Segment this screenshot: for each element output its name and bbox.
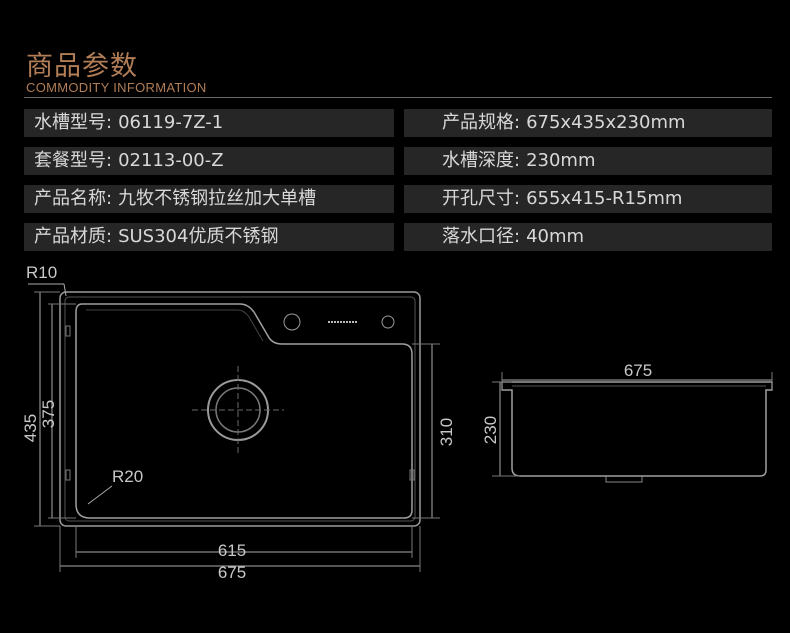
spec-label: 套餐型号: [34,150,113,171]
spec-value: 02113-00-Z [118,150,224,171]
section-title: 商品参数 [26,51,138,82]
spec-row-product-name: 产品名称:九牧不锈钢拉丝加大单槽 [24,185,394,213]
spec-label: 水槽深度: [442,150,521,171]
spec-row-depth: 水槽深度:230mm [404,147,772,175]
spec-value: SUS304优质不锈钢 [118,226,279,247]
faucet-hole-right [381,315,395,329]
spec-row-size: 产品规格:675x435x230mm [404,109,772,137]
sink-outer-rim [59,291,421,527]
spec-row-drain: 落水口径:40mm [404,223,772,251]
inner-radius-label: R20 [112,467,143,486]
side-view [492,372,773,483]
spec-label: 水槽型号: [34,112,113,133]
spec-row-material: 产品材质:SUS304优质不锈钢 [24,223,394,251]
outer-width-label: 675 [218,563,246,582]
side-width-label: 675 [624,361,652,380]
inner-width-label: 615 [218,541,246,560]
sink-side-profile [501,381,773,477]
spec-value: 230mm [526,150,596,171]
height-outer-label: 435 [21,414,40,442]
top-view [28,283,440,572]
spec-value: 655x415-R15mm [526,188,683,209]
corner-radius-label: R10 [26,263,57,282]
spec-value: 40mm [526,226,585,247]
faucet-hole-left [283,313,301,331]
side-depth-label: 230 [481,416,500,444]
spec-label: 落水口径: [442,226,521,247]
title-divider [24,97,772,98]
section-subtitle: COMMODITY INFORMATION [26,80,207,95]
sink-bowl-outline [75,303,413,519]
spec-value: 06119-7Z-1 [118,112,224,133]
spec-row-model: 水槽型号:06119-7Z-1 [24,109,394,137]
spec-row-cutout: 开孔尺寸:655x415-R15mm [404,185,772,213]
spec-label: 开孔尺寸: [442,188,521,209]
spec-label: 产品规格: [442,112,521,133]
spec-value: 九牧不锈钢拉丝加大单槽 [118,188,317,209]
height-inner-label: 375 [39,400,58,428]
spec-value: 675x435x230mm [526,112,686,133]
spec-label: 产品名称: [34,188,113,209]
spec-label: 产品材质: [34,226,113,247]
bowl-height-label: 310 [437,418,456,446]
spec-row-package-model: 套餐型号:02113-00-Z [24,147,394,175]
